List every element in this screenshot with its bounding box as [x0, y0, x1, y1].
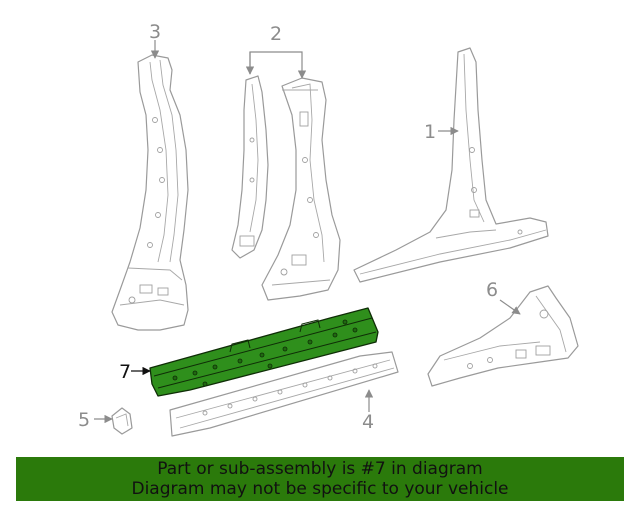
part-2-b-pillar-outer	[261, 77, 341, 301]
callout-4: 4	[362, 411, 374, 433]
part-3-a-pillar	[111, 54, 189, 331]
part-6-rear-wheelhouse	[427, 285, 579, 387]
part-2-b-pillar-inner	[231, 75, 269, 259]
callout-1: 1	[424, 121, 436, 143]
callout-5: 5	[78, 409, 90, 431]
leader-2	[249, 51, 307, 79]
part-5-bracket	[111, 407, 133, 435]
banner-line-disclaimer: Diagram may not be specific to your vehi…	[131, 479, 509, 499]
part-4-rocker-outer	[169, 351, 399, 437]
banner-line-part: Part or sub-assembly is #7 in diagram	[157, 459, 483, 479]
leader-6	[499, 299, 521, 315]
part-info-banner: Part or sub-assembly is #7 in diagram Di…	[16, 457, 624, 501]
callout-2: 2	[270, 23, 282, 45]
callout-3: 3	[149, 21, 161, 43]
callout-6: 6	[486, 279, 498, 301]
parts-diagram: 3 2 1 6 4 5 7	[78, 21, 579, 437]
callout-7: 7	[119, 361, 131, 383]
part-7-rocker-inner-highlighted	[149, 307, 379, 397]
part-1-body-side-outer	[353, 47, 549, 283]
